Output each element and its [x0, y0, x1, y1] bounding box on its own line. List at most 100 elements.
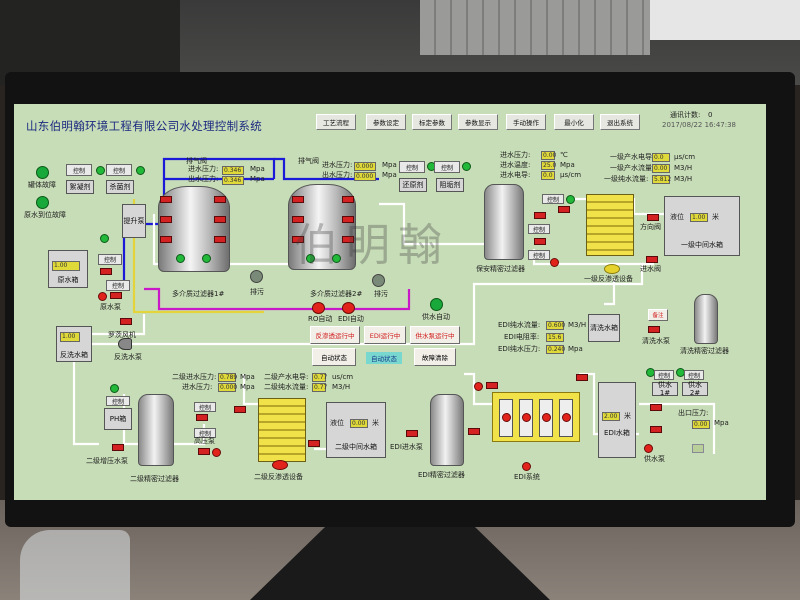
- ro-running-button[interactable]: 反渗透运行中: [310, 326, 360, 344]
- pipe-white: [84, 314, 146, 336]
- ph-pump-valve[interactable]: [112, 444, 124, 451]
- edi-running-button[interactable]: EDI运行中: [364, 326, 406, 344]
- mmf1-valve[interactable]: [160, 216, 172, 223]
- mmf1-in-pressure: 0.346: [222, 166, 244, 175]
- mmf2-valve[interactable]: [342, 196, 354, 203]
- auto-state-button[interactable]: 自动状态: [312, 348, 356, 366]
- supply-valve[interactable]: [650, 404, 662, 411]
- edi-filter-valve[interactable]: [468, 428, 480, 435]
- supply-status-dot: [644, 444, 653, 453]
- raw-pump-control[interactable]: 控制: [106, 280, 130, 291]
- booster-pump-box[interactable]: 提升泵: [122, 204, 146, 238]
- feed-pump-running-button[interactable]: 供水泵运行中: [410, 326, 460, 344]
- mmf1-valve[interactable]: [160, 236, 172, 243]
- raw-pump-control[interactable]: 控制: [98, 254, 122, 265]
- dosing-control[interactable]: 控制: [66, 164, 92, 176]
- pipe-white: [604, 279, 616, 306]
- ph-tank[interactable]: PH箱: [104, 408, 132, 430]
- dosing-control[interactable]: 控制: [106, 164, 132, 176]
- mmf2-valve[interactable]: [292, 236, 304, 243]
- raw-water-tank-label: 原水箱: [57, 275, 79, 284]
- feed-auto-lamp: [430, 298, 443, 311]
- dosing-bactericide[interactable]: 杀菌剂: [106, 180, 134, 194]
- edi-out-valve[interactable]: [576, 374, 588, 381]
- nav-calibration[interactable]: 标定参数: [412, 114, 452, 130]
- raw-pump-2[interactable]: [110, 292, 122, 299]
- ro2-valve[interactable]: [234, 406, 246, 413]
- inter-tank-1[interactable]: 一级中间水箱: [664, 196, 740, 256]
- comm-count-value: 0: [708, 111, 713, 119]
- mmf2-valve[interactable]: [292, 216, 304, 223]
- edi-pressure-unit: Mpa: [568, 345, 583, 353]
- nav-minimize[interactable]: 最小化: [554, 114, 594, 130]
- edi-module-status: [542, 413, 551, 422]
- supply1-control[interactable]: 控制: [654, 370, 674, 380]
- dosing-antiscalant[interactable]: 阻垢剂: [436, 178, 464, 192]
- dosing-flocculant[interactable]: 絮凝剂: [66, 180, 94, 194]
- inter-tank-1-vent-valve[interactable]: [647, 214, 659, 221]
- ro1-inlet-valve[interactable]: [534, 212, 546, 219]
- nav-process-flow[interactable]: 工艺流程: [316, 114, 356, 130]
- pipe-blue: [162, 157, 276, 179]
- app-title: 山东伯明翰环境工程有限公司水处理控制系统: [26, 119, 262, 133]
- edi-water-tank-label: EDI水箱: [604, 428, 630, 437]
- mmf1-valve[interactable]: [214, 236, 226, 243]
- ro2-valve-control[interactable]: 控制: [194, 428, 216, 438]
- edi-in-valve[interactable]: [406, 430, 418, 437]
- ro2-valve[interactable]: [196, 414, 208, 421]
- ro2-in-pressure2-label: 进水压力:: [182, 383, 213, 391]
- nav-manual-operation[interactable]: 手动操作: [506, 114, 546, 130]
- cartridge-filter-2: [138, 394, 174, 466]
- ro1-in-pressure: 0.00: [541, 151, 557, 160]
- pipe-white: [242, 374, 264, 406]
- edi-flow: 0.600: [546, 321, 566, 330]
- supply-pump-1[interactable]: 供水1#: [652, 381, 678, 397]
- nav-param-setup[interactable]: 参数设定: [366, 114, 406, 130]
- ro1-valve[interactable]: [534, 238, 546, 245]
- mmf1-vent-label: 排气阀: [186, 157, 207, 165]
- mmf1-valve[interactable]: [214, 216, 226, 223]
- supply-pump-2[interactable]: 供水2#: [682, 381, 708, 397]
- ro2-hp-pump[interactable]: [198, 448, 210, 455]
- inter-tank-1-label: 一级中间水箱: [681, 240, 723, 249]
- ro1-valve-control[interactable]: 控制: [528, 224, 550, 234]
- edi-pressure-label: EDI纯水压力:: [498, 345, 541, 353]
- pipe-magenta: [144, 287, 411, 311]
- mmf2-valve[interactable]: [342, 236, 354, 243]
- ro1-valve-control[interactable]: 控制: [528, 250, 550, 260]
- inter-tank-1-inlet-valve[interactable]: [646, 256, 658, 263]
- dosing-status-dot: [462, 162, 471, 171]
- mmf1-valve[interactable]: [160, 196, 172, 203]
- clean-tank[interactable]: 清洗水箱: [588, 314, 620, 342]
- inter-tank-1-unit: 米: [712, 213, 719, 221]
- backwash-pump-valve[interactable]: [120, 318, 132, 325]
- mmf1-valve[interactable]: [214, 196, 226, 203]
- ro1-prod-flow: 0.00: [652, 164, 670, 173]
- edi-valve[interactable]: [486, 382, 498, 389]
- dosing-control[interactable]: 控制: [399, 161, 425, 173]
- dosing-control[interactable]: 控制: [434, 161, 460, 173]
- supply-valve[interactable]: [650, 426, 662, 433]
- mmf1-drain-icon: [250, 270, 263, 283]
- ro1-high-pressure-pump[interactable]: [558, 206, 570, 213]
- fault-clear-button[interactable]: 故障清除: [414, 348, 456, 366]
- ro1-valve-control[interactable]: 控制: [542, 194, 564, 204]
- ph-valve-control[interactable]: 控制: [106, 396, 130, 406]
- backwash-pump-label: 反洗水泵: [114, 353, 142, 361]
- clean-note-button[interactable]: 备注: [648, 309, 668, 321]
- inter-tank-2-level-label: 液位: [330, 419, 344, 427]
- clean-pump-valve[interactable]: [648, 326, 660, 333]
- ro1-prod-cond: 0.0: [652, 153, 670, 162]
- nav-param-display[interactable]: 参数显示: [458, 114, 498, 130]
- inter-tank-2-inlet-valve[interactable]: [308, 440, 320, 447]
- supply2-control[interactable]: 控制: [684, 370, 704, 380]
- raw-pump-1[interactable]: [100, 268, 112, 275]
- dosing-reductant[interactable]: 还原剂: [399, 178, 427, 192]
- ro1-prod-cond-label: 一级产水电导:: [610, 153, 655, 161]
- inter-tank-2[interactable]: 二级中间水箱: [326, 402, 386, 458]
- auto-run-indicator: 自动状态: [366, 352, 402, 364]
- mmf2-valve[interactable]: [292, 196, 304, 203]
- ro2-valve-control[interactable]: 控制: [194, 402, 216, 412]
- nav-exit[interactable]: 退出系统: [600, 114, 640, 130]
- mmf2-valve[interactable]: [342, 216, 354, 223]
